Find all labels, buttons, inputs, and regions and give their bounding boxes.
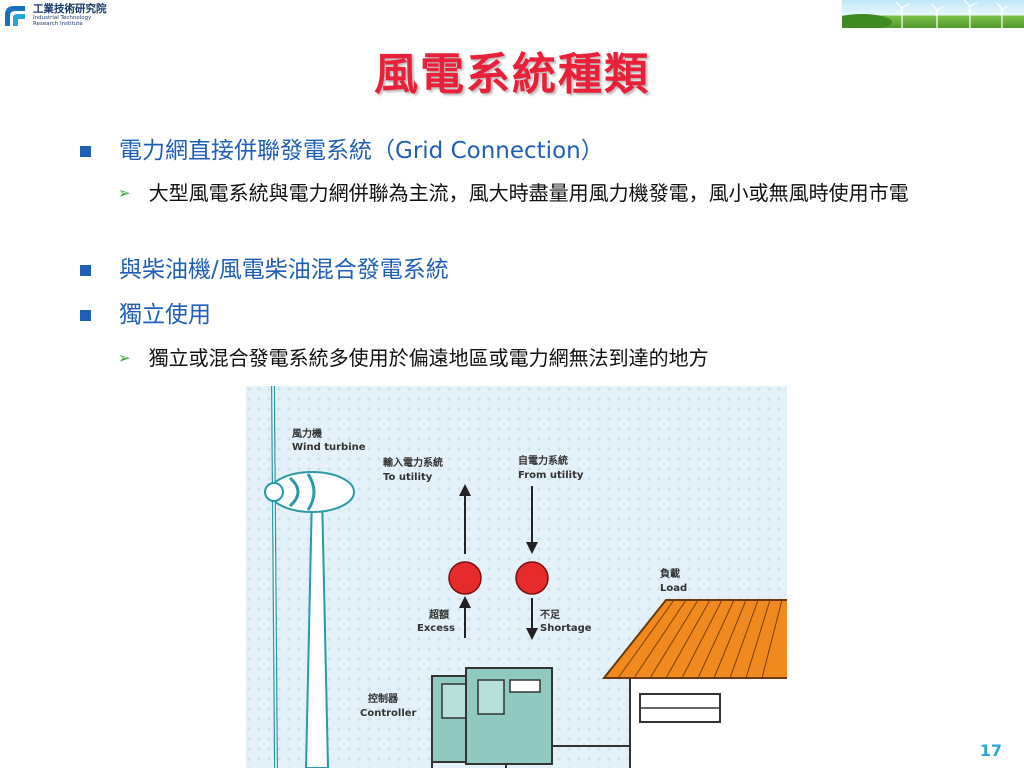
label-shortage-zh: 不足 xyxy=(540,609,561,621)
controller-icon xyxy=(431,667,630,768)
label-controller-en: Controller xyxy=(360,708,417,719)
square-bullet-icon xyxy=(80,146,91,157)
sub-bullet-grid-mainstream: ➢ 大型風電系統與電力網併聯為主流，風大時盡量用風力機發電，風小或無風時使用市電 xyxy=(118,178,939,208)
sub-bullet-text: 大型風電系統與電力網併聯為主流，風大時盡量用風力機發電，風小或無風時使用市電 xyxy=(148,181,909,205)
label-excess-zh: 超額 xyxy=(428,608,449,621)
logo-name-zh: 工業技術研究院 xyxy=(33,3,107,16)
excess-indicator xyxy=(448,561,482,595)
up-arrow-icon xyxy=(459,484,471,554)
itri-logo: 工業技術研究院 Industrial Technology Research I… xyxy=(2,2,142,30)
header-banner-image xyxy=(842,0,1024,28)
label-excess-en: Excess xyxy=(417,623,455,634)
bullet-text: 電力網直接併聯發電系統（Grid Connection） xyxy=(119,138,604,164)
slide-title: 風電系統種類 xyxy=(374,49,650,100)
label-controller-zh: 控制器 xyxy=(368,692,399,705)
house-icon xyxy=(601,599,787,768)
bullet-text: 與柴油機/風電柴油混合發電系統 xyxy=(119,257,449,283)
bullet-text: 獨立使用 xyxy=(119,302,211,328)
page-number: 17 xyxy=(979,741,1002,760)
label-shortage-en: Shortage xyxy=(540,623,592,634)
square-bullet-icon xyxy=(80,265,91,276)
shortage-indicator xyxy=(515,561,549,595)
arrow-bullet-icon: ➢ xyxy=(118,184,131,202)
sub-bullet-text: 獨立或混合發電系統多使用於偏遠地區或電力網無法到達的地方 xyxy=(148,346,709,370)
wind-system-diagram: 風力機 Wind turbine 輸入電力系統 To utility 自電力系統… xyxy=(246,386,787,768)
arrow-bullet-icon: ➢ xyxy=(118,349,131,367)
down-arrow-icon xyxy=(526,486,538,554)
wind-turbine-icon xyxy=(264,386,355,768)
label-from-utility-zh: 自電力系統 xyxy=(518,454,568,467)
bullet-grid-connection: 電力網直接併聯發電系統（Grid Connection） xyxy=(80,136,604,166)
logo-name-en-1: Industrial Technology xyxy=(33,14,92,21)
label-load-en: Load xyxy=(660,583,687,594)
label-load-zh: 負載 xyxy=(660,567,680,580)
label-to-utility-zh: 輸入電力系統 xyxy=(383,456,443,469)
excess-up-arrow-icon xyxy=(459,596,471,638)
sub-bullet-remote-areas: ➢ 獨立或混合發電系統多使用於偏遠地區或電力網無法到達的地方 xyxy=(118,343,949,373)
shortage-down-arrow-icon xyxy=(526,598,538,640)
label-wind-turbine-zh: 風力機 xyxy=(292,427,322,440)
label-wind-turbine-en: Wind turbine xyxy=(292,442,366,453)
label-from-utility-en: From utility xyxy=(518,470,584,481)
itri-logo-icon xyxy=(2,3,28,29)
logo-name-en-2: Research Institute xyxy=(33,21,83,28)
bullet-diesel-hybrid: 與柴油機/風電柴油混合發電系統 xyxy=(80,255,449,285)
label-to-utility-en: To utility xyxy=(383,472,433,483)
bullet-standalone: 獨立使用 xyxy=(80,300,211,330)
square-bullet-icon xyxy=(80,310,91,321)
